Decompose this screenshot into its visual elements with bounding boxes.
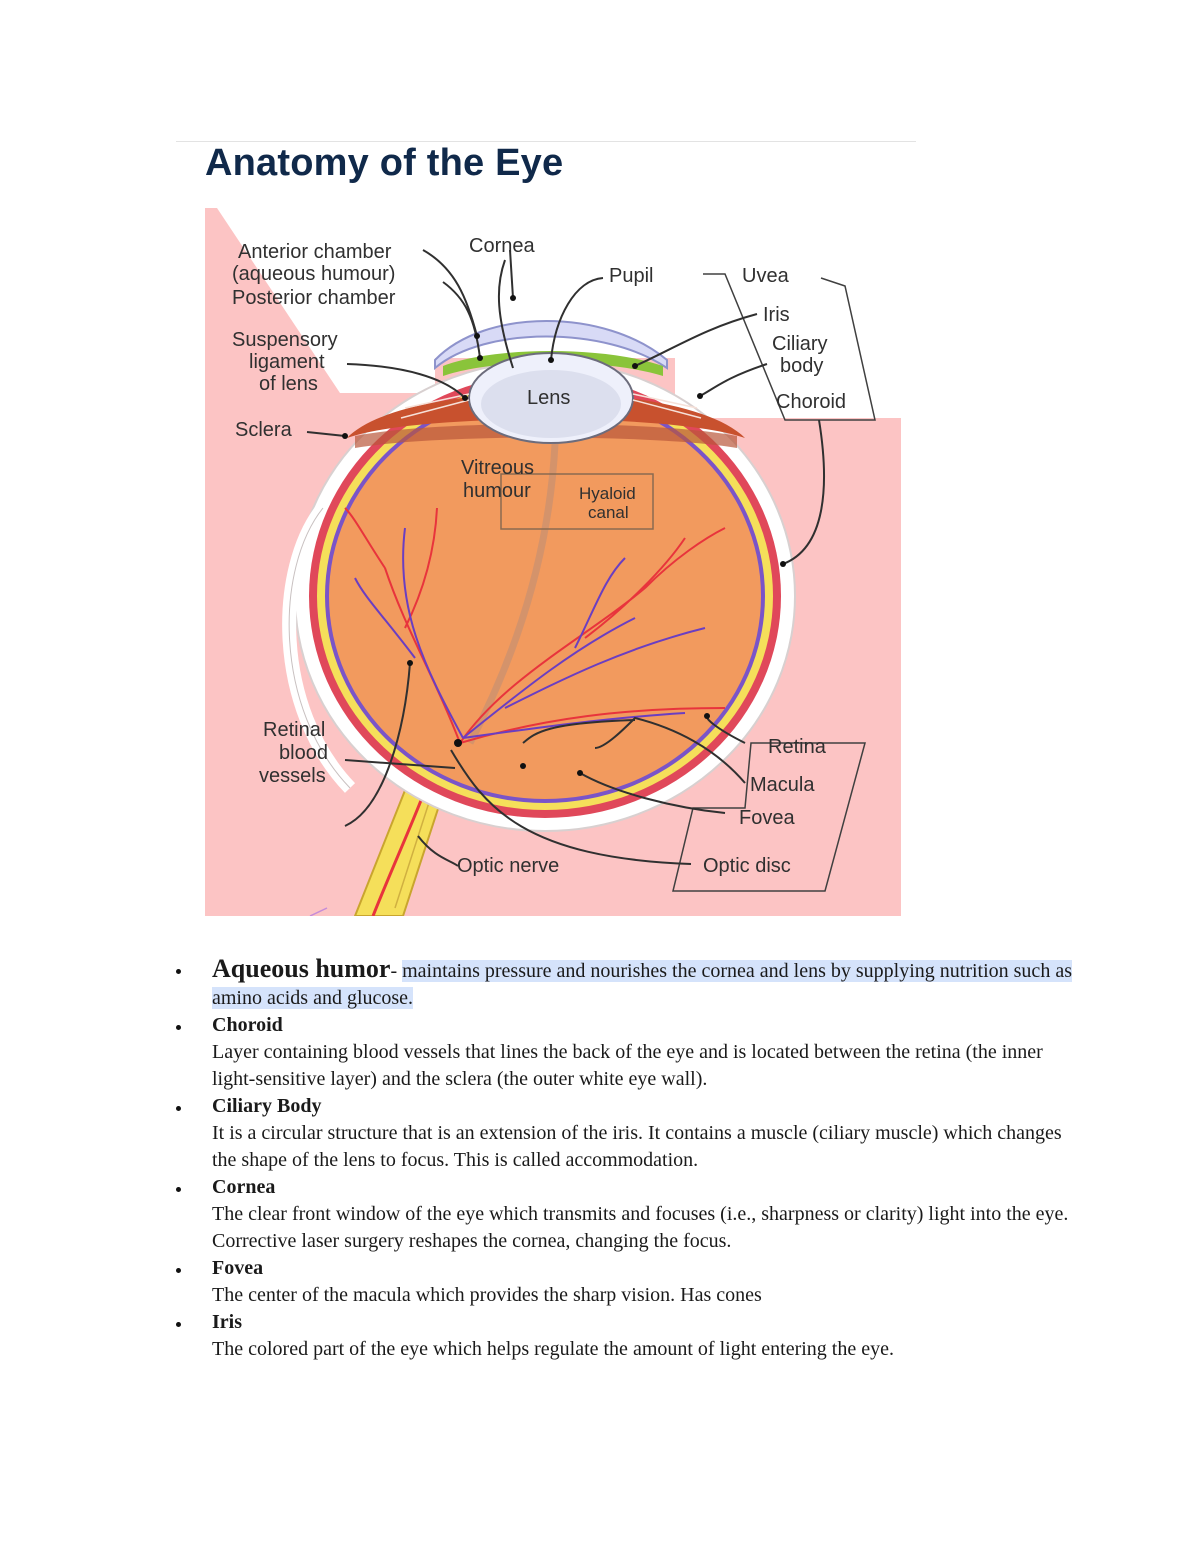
list-item-choroid: Choroid Layer containing blood vessels t…	[176, 1012, 1072, 1093]
desc-iris: The colored part of the eye which helps …	[212, 1338, 894, 1360]
label-optic-disc: Optic disc	[703, 855, 791, 877]
term-iris: Iris	[212, 1311, 242, 1333]
term-separator: -	[390, 960, 403, 982]
label-ciliary-1: Ciliary	[772, 333, 828, 355]
label-suspensory-2: ligament	[249, 351, 325, 373]
eye-anatomy-diagram: Anterior chamber (aqueous humour) Poster…	[205, 208, 901, 916]
vitreous-body	[329, 393, 761, 799]
label-lens: Lens	[527, 387, 570, 409]
label-vitreous-1: Vitreous	[461, 457, 534, 479]
label-posterior-chamber: Posterior chamber	[232, 287, 396, 309]
label-suspensory-1: Suspensory	[232, 329, 338, 351]
term-choroid: Choroid	[212, 1014, 283, 1036]
definitions-list: Aqueous humor- maintains pressure and no…	[176, 953, 1072, 1363]
label-iris: Iris	[763, 304, 790, 326]
label-ciliary-2: body	[780, 355, 823, 377]
label-retinal-2: blood	[279, 742, 328, 764]
list-item-ciliary-body: Ciliary Body It is a circular structure …	[176, 1093, 1072, 1174]
label-retinal-3: vessels	[259, 765, 326, 787]
desc-fovea: The center of the macula which provides …	[212, 1284, 762, 1306]
term-ciliary-body: Ciliary Body	[212, 1095, 322, 1117]
top-divider	[176, 141, 916, 142]
label-cornea: Cornea	[469, 235, 535, 257]
label-anterior-chamber: Anterior chamber	[238, 241, 392, 263]
label-hyaloid-2: canal	[588, 503, 629, 522]
label-choroid: Choroid	[776, 391, 846, 413]
label-optic-nerve: Optic nerve	[457, 855, 559, 877]
label-macula: Macula	[750, 774, 815, 796]
label-hyaloid-1: Hyaloid	[579, 484, 636, 503]
iris-shape	[443, 351, 663, 376]
label-uvea: Uvea	[742, 265, 790, 287]
retinal-vessels	[344, 507, 726, 744]
label-sclera: Sclera	[235, 419, 293, 441]
label-retinal-1: Retinal	[263, 719, 325, 741]
label-retina: Retina	[768, 736, 827, 758]
term-aqueous-humor: Aqueous humor	[212, 954, 391, 983]
list-item-iris: Iris The colored part of the eye which h…	[176, 1309, 1072, 1363]
desc-cornea: The clear front window of the eye which …	[212, 1203, 1069, 1252]
cornea-shape	[434, 320, 668, 371]
term-fovea: Fovea	[212, 1257, 264, 1279]
list-item-fovea: Fovea The center of the macula which pro…	[176, 1255, 1072, 1309]
desc-choroid: Layer containing blood vessels that line…	[212, 1041, 1043, 1090]
label-aqueous-humour: (aqueous humour)	[232, 263, 395, 285]
page-title: Anatomy of the Eye	[205, 142, 564, 184]
label-vitreous-2: humour	[463, 480, 531, 502]
list-item-aqueous-humor: Aqueous humor- maintains pressure and no…	[176, 953, 1072, 1012]
term-cornea: Cornea	[212, 1176, 276, 1198]
label-fovea: Fovea	[739, 807, 795, 829]
list-item-cornea: Cornea The clear front window of the eye…	[176, 1174, 1072, 1255]
desc-ciliary-body: It is a circular structure that is an ex…	[212, 1122, 1062, 1171]
label-pupil: Pupil	[609, 265, 653, 287]
label-suspensory-3: of lens	[259, 373, 318, 395]
